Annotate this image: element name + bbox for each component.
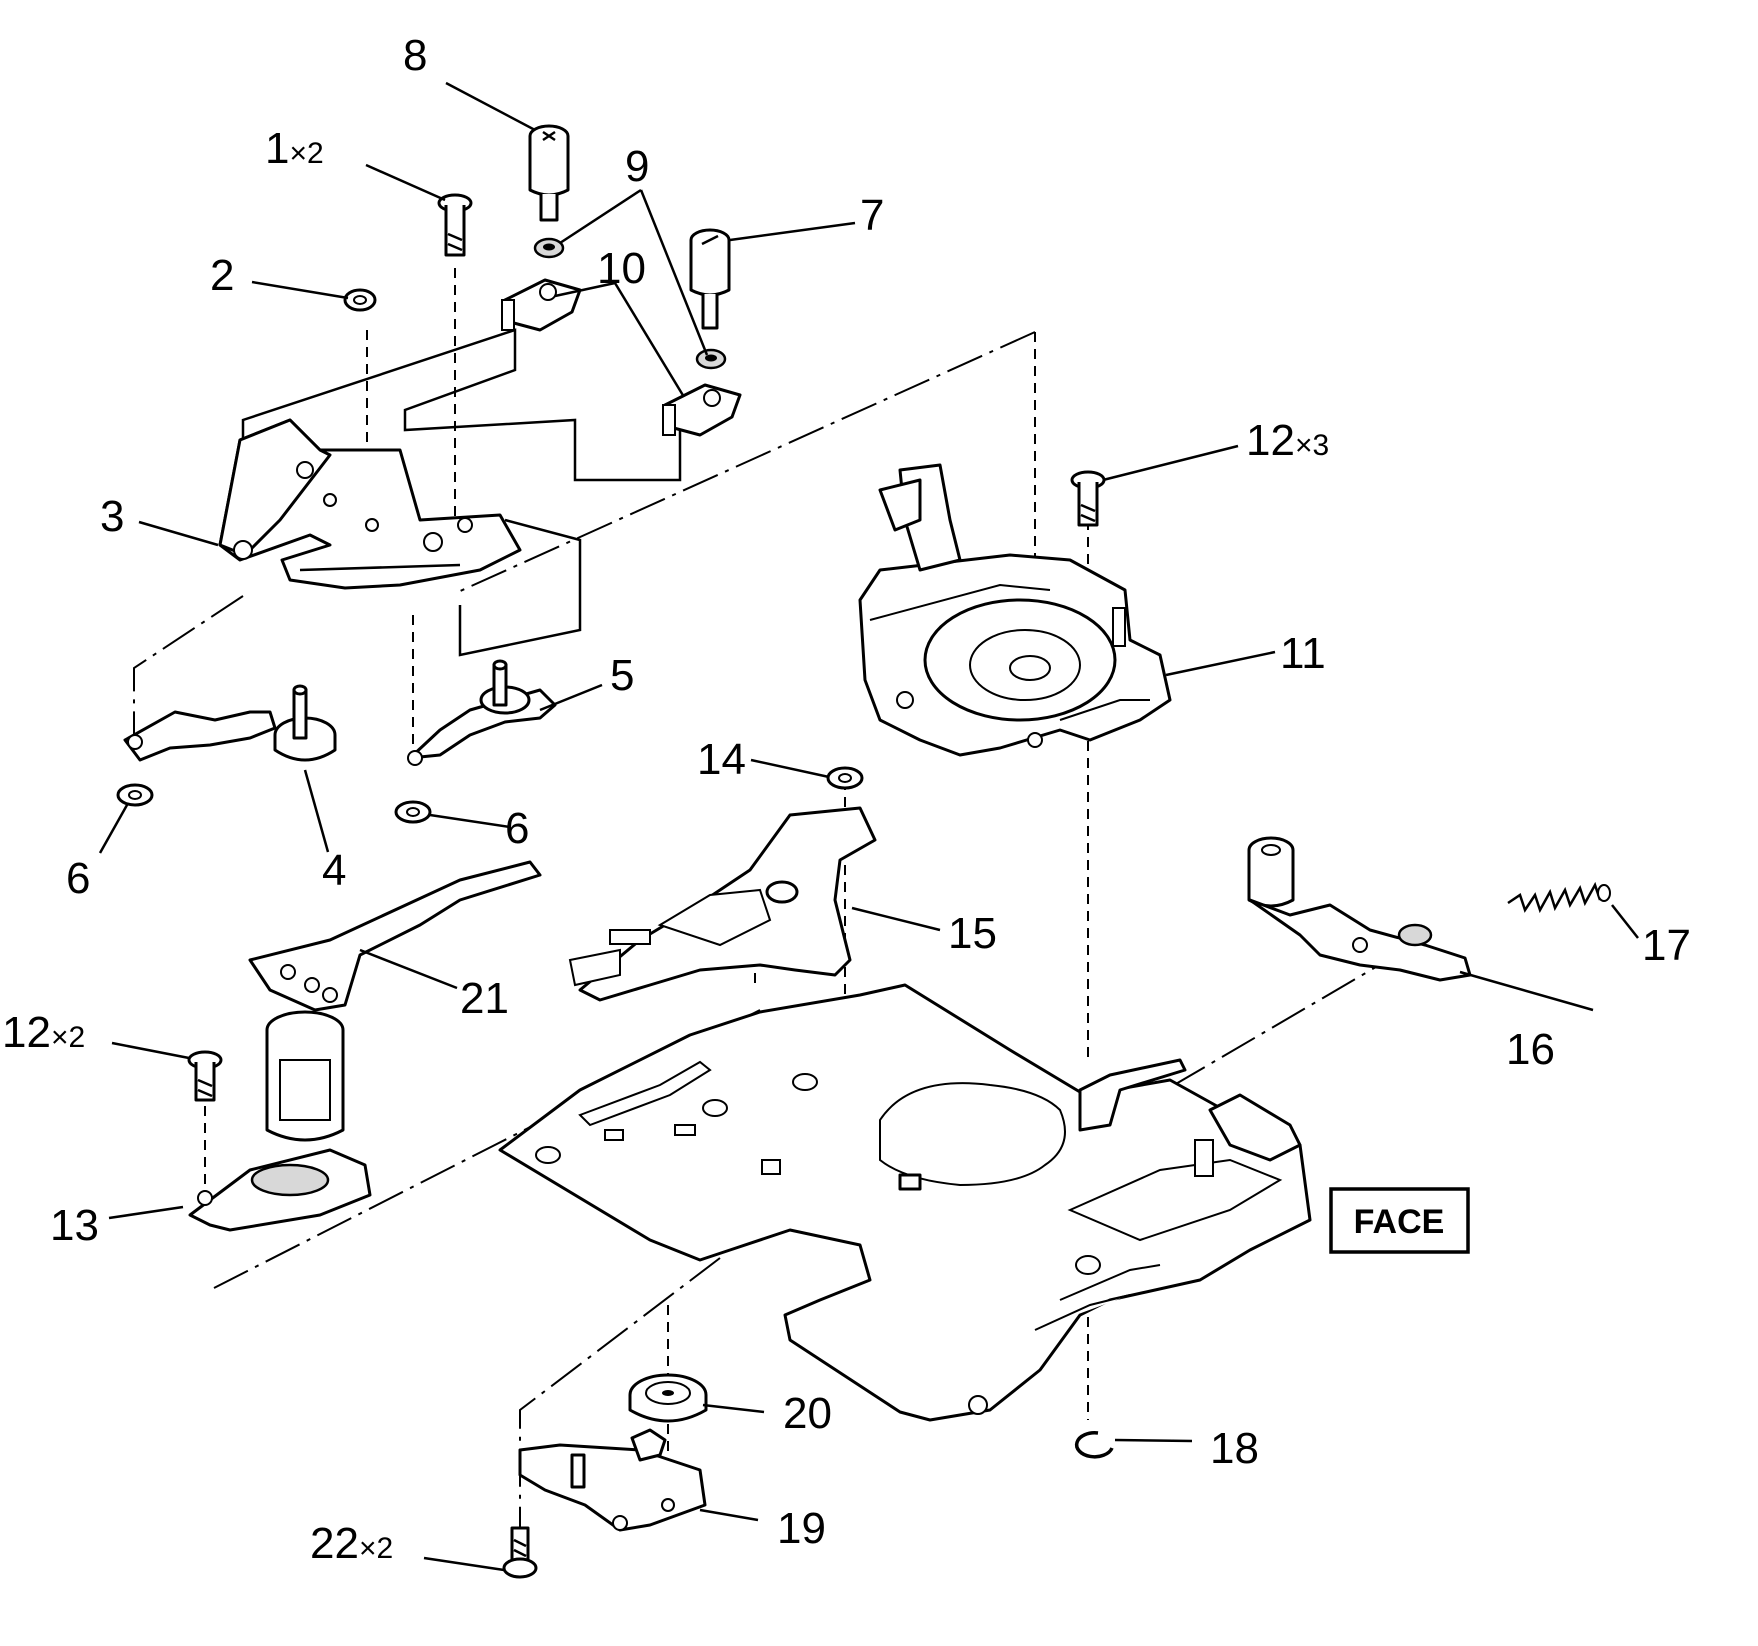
callout-10: 10: [597, 244, 646, 293]
slide-plate-15: [568, 806, 877, 1002]
callout-6-right: 6: [505, 804, 529, 853]
callout-20: 20: [783, 1389, 832, 1438]
callout-1: 1×2: [265, 124, 324, 173]
callout-4: 4: [322, 846, 346, 895]
spring-17: [1507, 881, 1611, 914]
callout-labels: 8 1×2 9 7 2 10 12×3 3 11 5 14 6 4 6 15 1…: [2, 31, 1691, 1568]
screw-12-left: [187, 1050, 223, 1102]
leader-lines: [98, 81, 1639, 1572]
lever-4: [123, 684, 337, 762]
screw-8: [528, 124, 570, 222]
callout-6-left: 6: [66, 854, 90, 903]
screw-7: [689, 228, 731, 330]
washer-2: [343, 288, 377, 312]
washer-14: [826, 766, 864, 790]
plate-3: [218, 418, 522, 590]
callout-2: 2: [210, 251, 234, 300]
callout-15: 15: [948, 909, 997, 958]
motor-13: [188, 1010, 372, 1232]
callout-12-left: 12×2: [2, 1008, 85, 1057]
bracket-19: [518, 1428, 707, 1532]
callout-7: 7: [860, 191, 884, 240]
plate-21: [248, 860, 542, 1012]
callout-8: 8: [403, 31, 427, 80]
callout-3: 3: [100, 492, 124, 541]
callout-16: 16: [1506, 1025, 1555, 1074]
screw-12-top: [1070, 470, 1106, 527]
brackets-10: [501, 278, 742, 437]
callout-17: 17: [1642, 921, 1691, 970]
callout-14: 14: [697, 735, 746, 784]
callout-19: 19: [777, 1504, 826, 1553]
callout-13: 13: [50, 1201, 99, 1250]
e-ring-18: [1074, 1431, 1114, 1459]
callout-9: 9: [625, 142, 649, 191]
face-marker: FACE: [1329, 1187, 1470, 1254]
face-label: FACE: [1354, 1203, 1445, 1241]
callout-5: 5: [610, 651, 634, 700]
main-chassis: [498, 983, 1312, 1422]
washers-6: [116, 783, 432, 824]
washers-9: [533, 237, 727, 370]
part-16: [1247, 836, 1472, 982]
callout-11: 11: [1280, 629, 1326, 678]
lever-5: [407, 659, 557, 766]
callout-21: 21: [460, 974, 509, 1023]
callout-12-top: 12×3: [1246, 416, 1329, 465]
callout-22: 22×2: [310, 1519, 393, 1568]
callout-18: 18: [1210, 1424, 1259, 1473]
screw-1: [437, 193, 473, 257]
screw-22: [502, 1526, 538, 1579]
frame-11: [858, 463, 1172, 757]
gear-20: [628, 1373, 708, 1423]
